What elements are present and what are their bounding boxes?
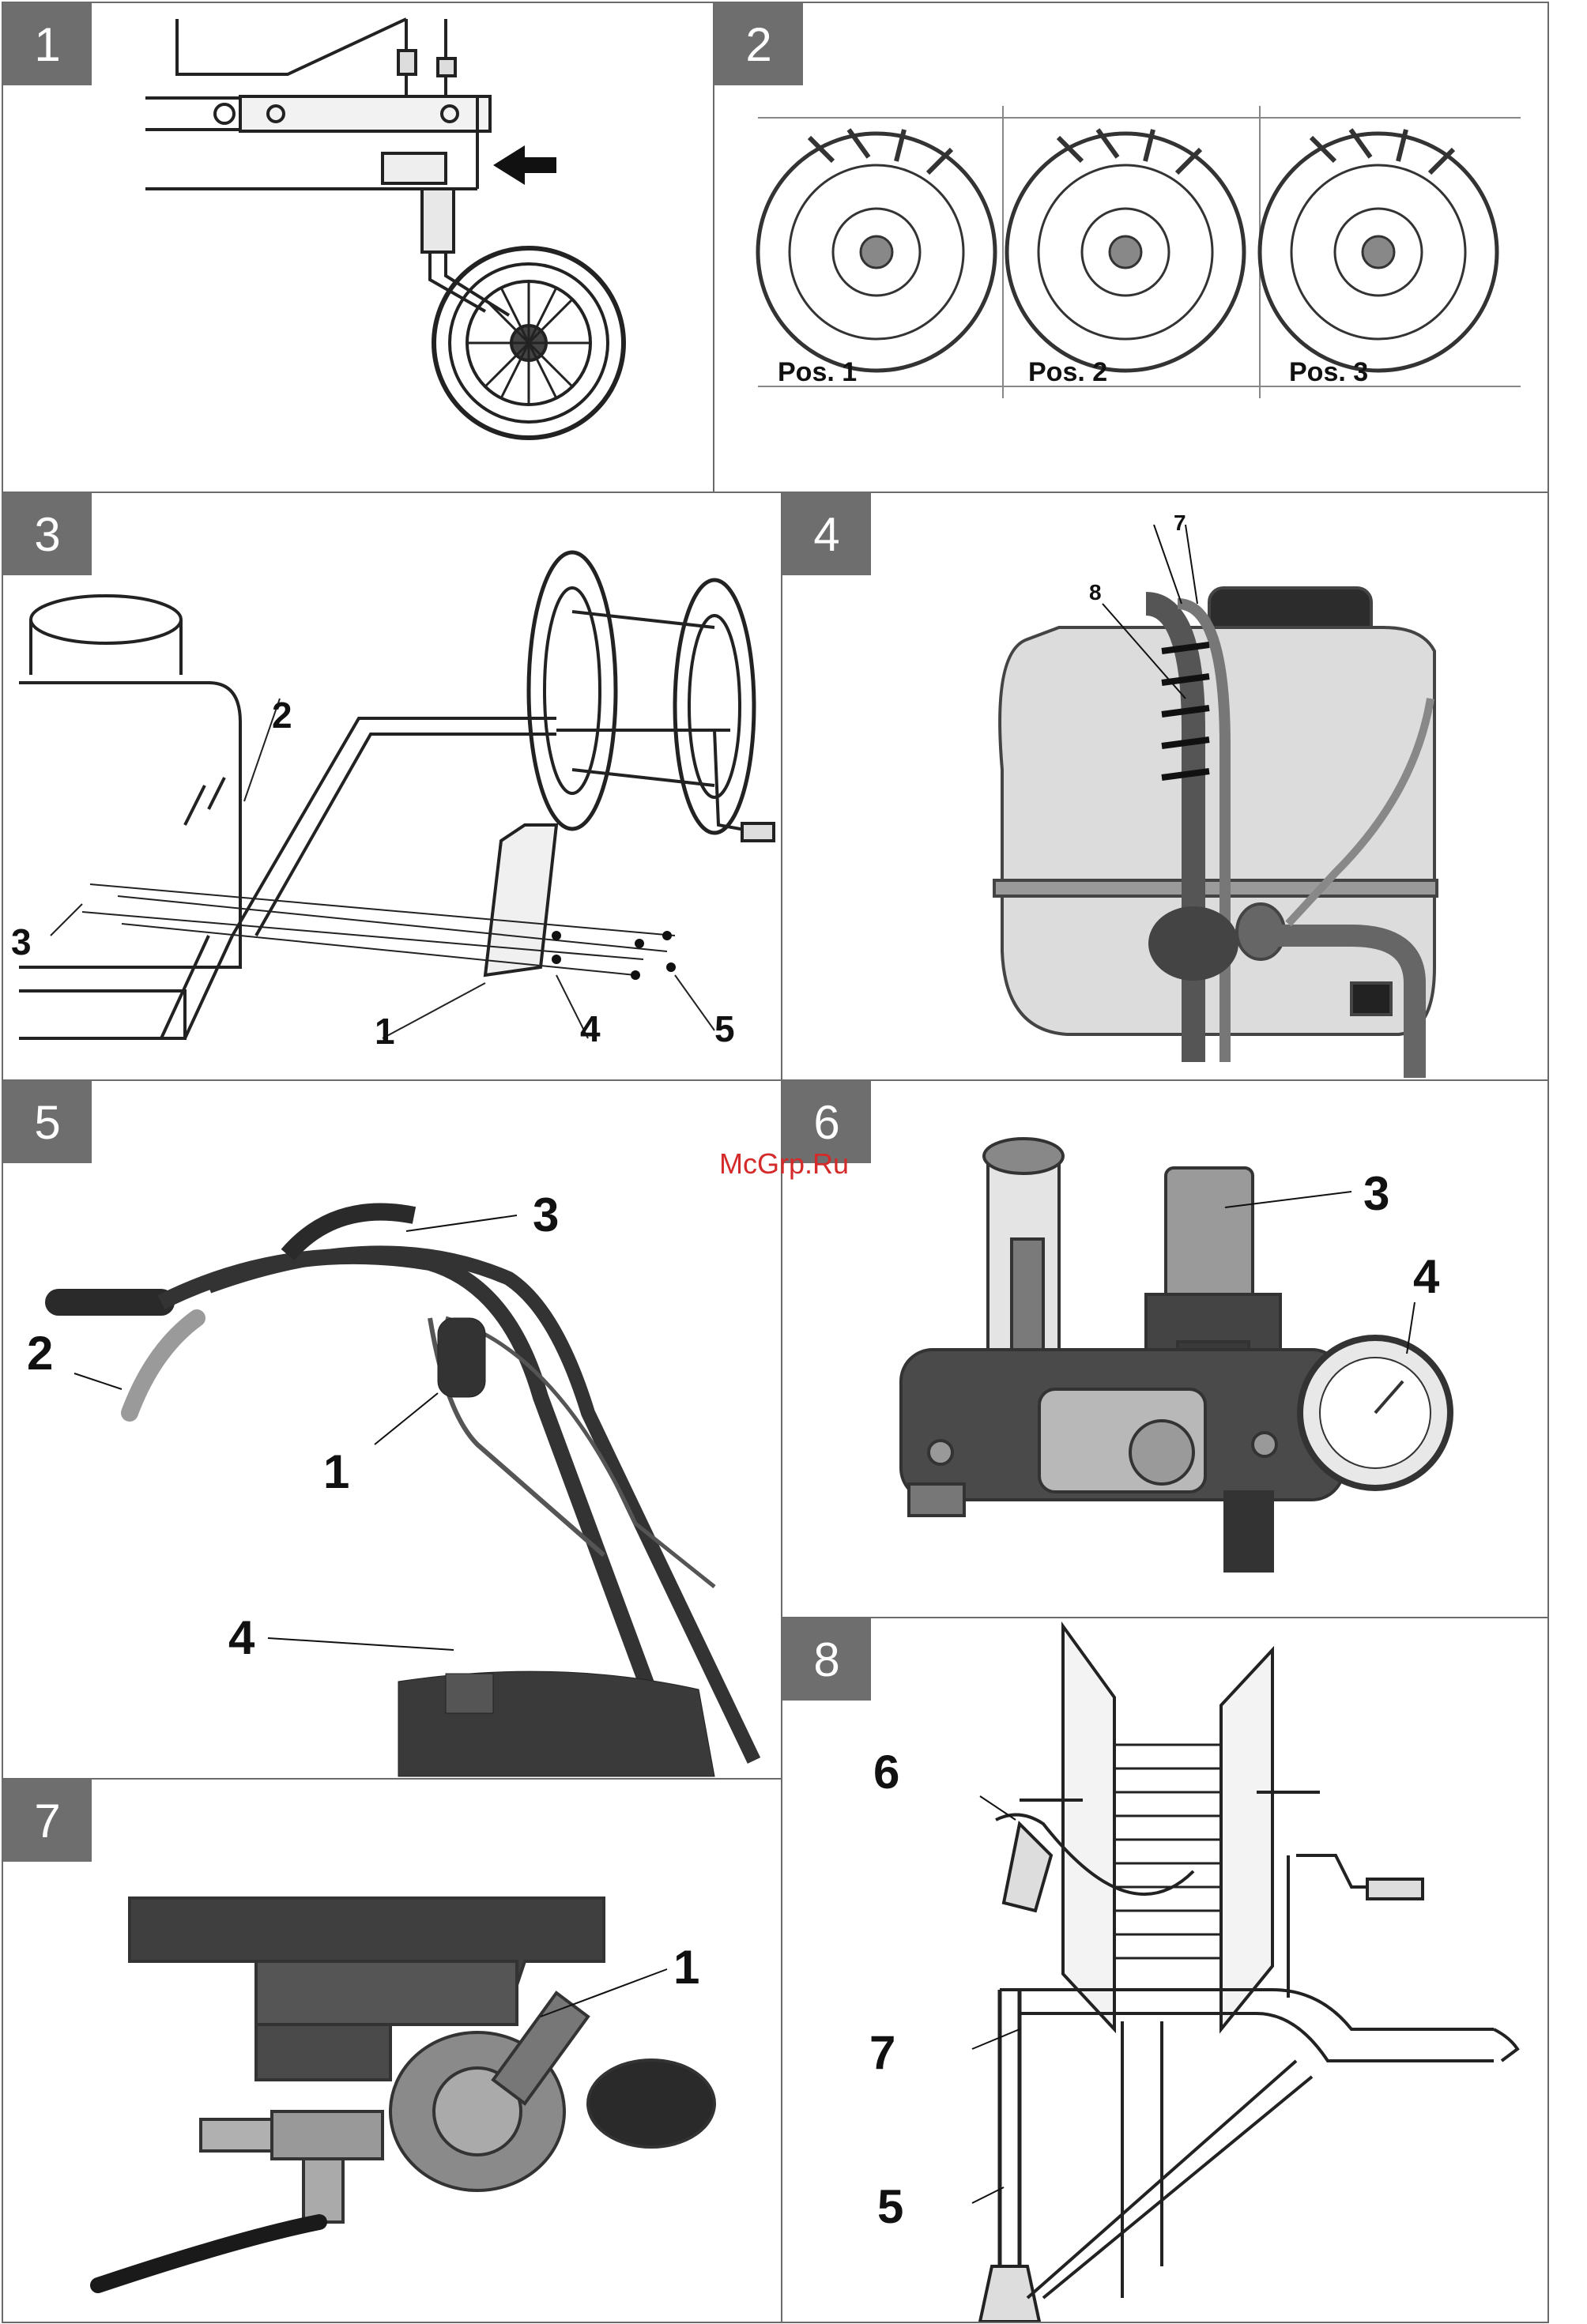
callout-3-4: 4: [580, 1011, 601, 1047]
panel-number-2: 2: [714, 3, 803, 85]
callout-6-4: 4: [1413, 1253, 1439, 1301]
tank-hose-photo: [782, 493, 1549, 1081]
pressure-regulator-photo: [782, 1081, 1549, 1618]
position-label-3: Pos. 3: [1289, 357, 1368, 388]
callout-3-3: 3: [11, 924, 32, 960]
callout-5-3: 3: [533, 1192, 559, 1239]
panel-number-4: 4: [782, 493, 871, 575]
callout-7-1: 1: [673, 1944, 699, 1991]
pump-valve-photo: [3, 1780, 782, 2323]
figure-panel-8: 8: [781, 1617, 1549, 2323]
figure-panel-3: 3: [2, 492, 782, 1081]
wheel-positions-drawing: [714, 3, 1549, 493]
callout-4-8: 8: [1089, 582, 1102, 604]
handlebar-controls-photo: [3, 1081, 782, 1780]
panel-number-3: 3: [3, 493, 92, 575]
panel-number-5: 5: [3, 1081, 92, 1163]
callout-5-4: 4: [228, 1614, 254, 1662]
callout-3-5: 5: [714, 1011, 735, 1047]
figure-panel-2: 2 Pos. 1 Pos. 2 Pos. 3: [713, 2, 1549, 493]
figure-panel-7: 7 1: [2, 1778, 782, 2323]
callout-4-7: 7: [1174, 512, 1186, 534]
callout-8-6: 6: [873, 1749, 899, 1796]
figure-panel-6: 6 3 4: [781, 1079, 1549, 1618]
callout-3-1: 1: [375, 1013, 395, 1049]
panel-number-1: 1: [3, 3, 92, 85]
panel-number-7: 7: [3, 1780, 92, 1862]
watermark-text: McGrp.Ru: [719, 1147, 849, 1181]
callout-5-2: 2: [27, 1330, 53, 1377]
support-wheel-drawing: [3, 3, 714, 493]
figure-panel-4: 4 7 8: [781, 492, 1549, 1081]
callout-6-3: 3: [1363, 1170, 1389, 1218]
callout-8-5: 5: [877, 2183, 903, 2231]
position-label-1: Pos. 1: [778, 357, 857, 388]
callout-3-2: 2: [272, 697, 292, 733]
position-label-2: Pos. 2: [1028, 357, 1107, 388]
callout-8-7: 7: [869, 2029, 895, 2077]
hose-reel-mounting-drawing: [3, 493, 782, 1081]
callout-5-1: 1: [323, 1448, 349, 1496]
figure-panel-1: 1: [2, 2, 714, 493]
figure-panel-5: 5 1 2 3 4: [2, 1079, 782, 1780]
panel-number-8: 8: [782, 1618, 871, 1701]
